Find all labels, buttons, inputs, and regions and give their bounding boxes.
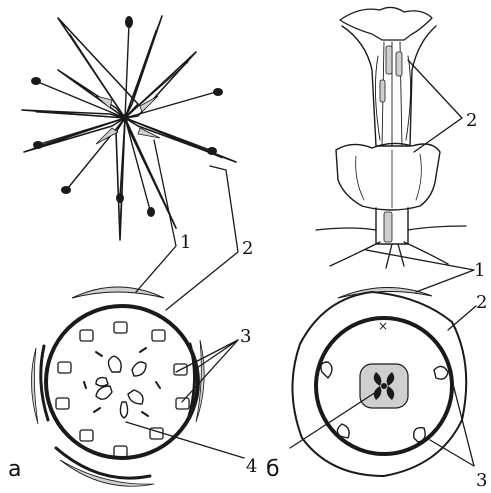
flower-petals <box>22 16 236 240</box>
outer-stamens-a <box>56 322 189 457</box>
flower-sheath <box>336 143 440 210</box>
panel-letter-a: а <box>8 457 21 482</box>
cross-mark-b: × <box>378 319 388 333</box>
label-3-a: 3 <box>240 326 251 347</box>
flower-tube <box>342 26 436 146</box>
label-1-a: 1 <box>180 232 191 253</box>
ovary-b <box>360 364 408 408</box>
floral-diagram-a: 1 2 3 4 а <box>8 140 257 486</box>
label-2-a: 2 <box>242 238 253 259</box>
tube-flower <box>316 7 466 268</box>
star-flower <box>22 16 236 240</box>
flower-center <box>121 114 129 122</box>
label-1-b: 1 <box>474 260 485 281</box>
outer-bract-segments-a <box>31 340 204 486</box>
carpels-a <box>96 356 146 418</box>
bract-top-a <box>72 287 164 298</box>
floral-diagram-b: × 2 1 2 3 б <box>266 60 487 491</box>
inner-stamens-a <box>84 348 160 416</box>
panel-letter-b: б <box>266 457 280 482</box>
label-2-top-b: 2 <box>466 110 477 131</box>
sheath-folds <box>356 150 422 208</box>
perianth-ring-a <box>46 306 198 458</box>
stem-detail <box>384 212 392 242</box>
label-3-b: 3 <box>476 470 487 491</box>
label-4-a: 4 <box>246 456 257 477</box>
label-2-ring-b: 2 <box>476 292 487 313</box>
